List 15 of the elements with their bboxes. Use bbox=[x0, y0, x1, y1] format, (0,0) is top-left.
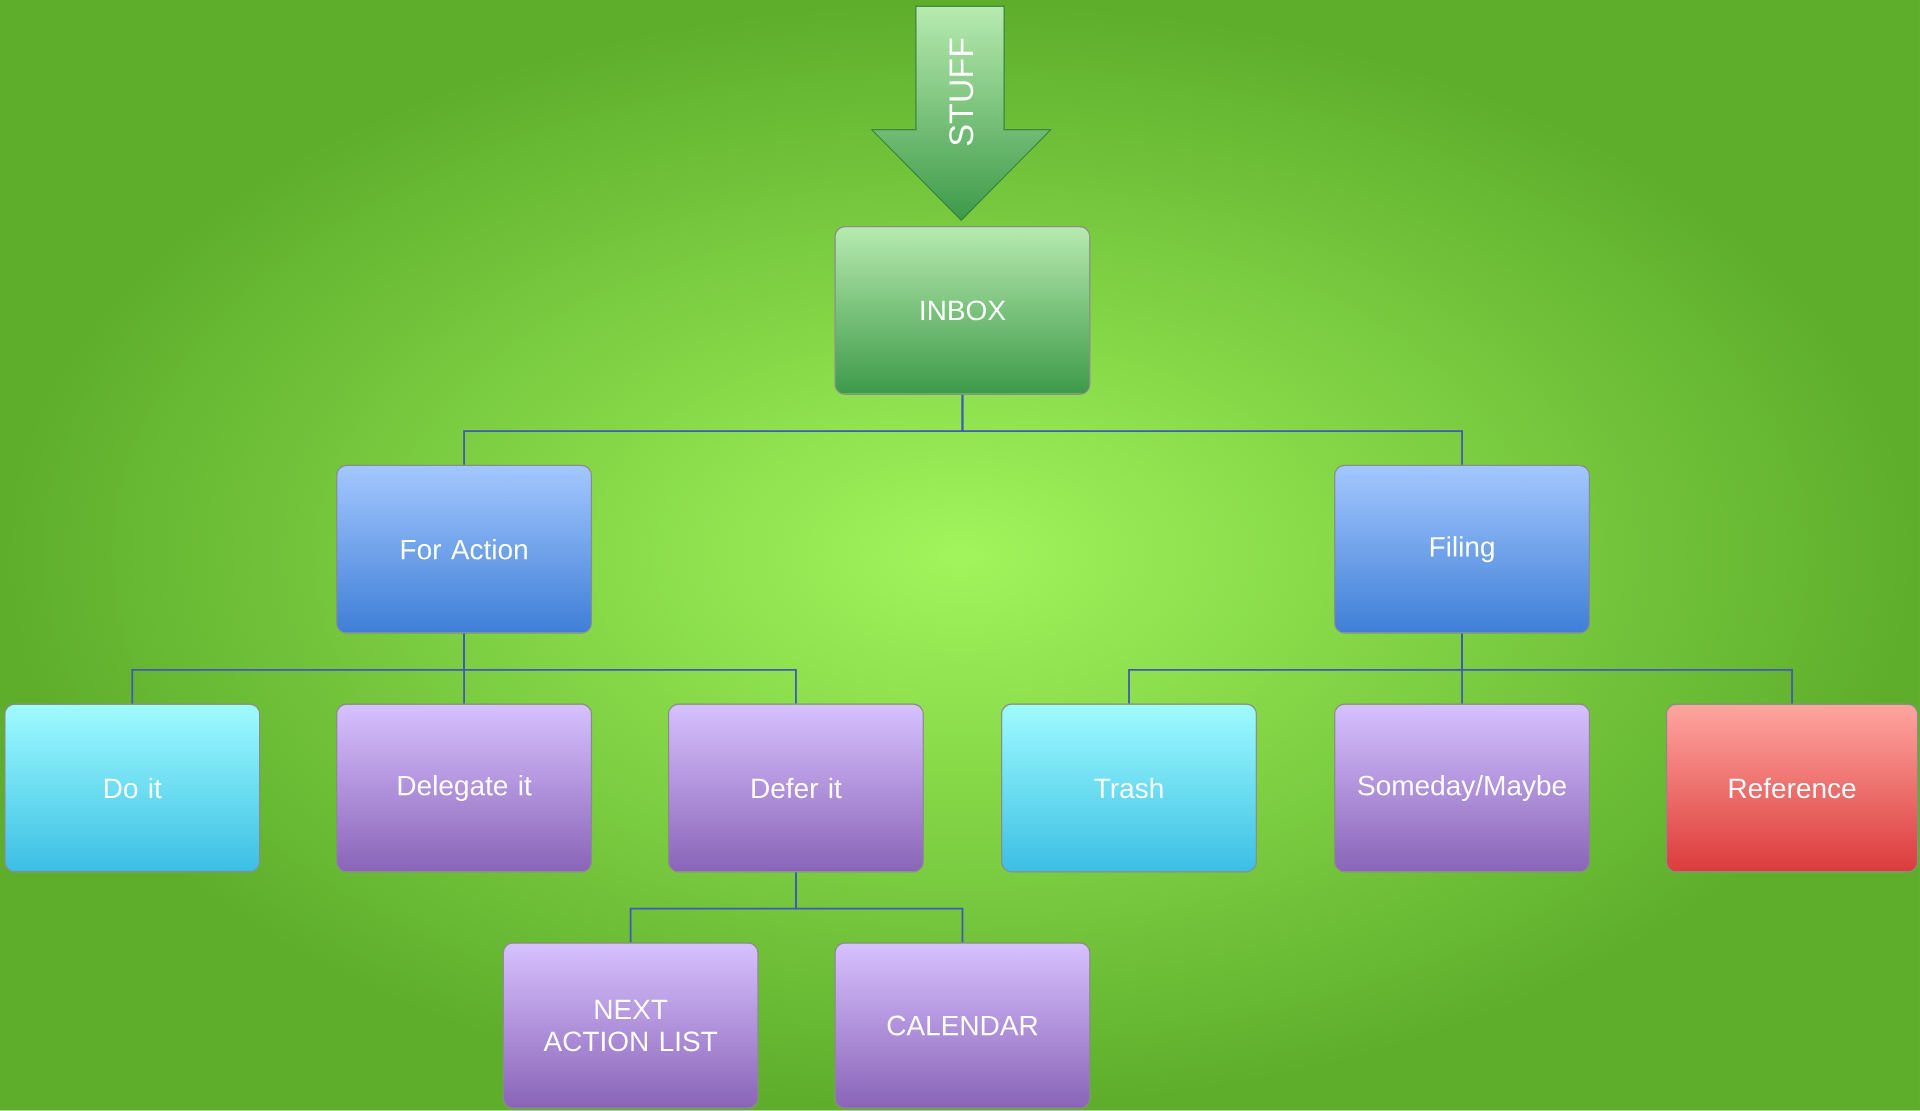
process-box: Delegate it bbox=[336, 703, 593, 873]
process-box: NEXT ACTION LIST bbox=[502, 942, 759, 1109]
connector-line bbox=[1461, 632, 1793, 705]
process-box: For Action bbox=[336, 464, 593, 634]
process-box: Defer it bbox=[668, 703, 924, 873]
process-box: Filing bbox=[1334, 464, 1590, 634]
connector-line bbox=[961, 394, 1463, 466]
process-box: Trash bbox=[1001, 703, 1257, 873]
connector-line bbox=[463, 632, 797, 705]
process-box: INBOX bbox=[834, 226, 1091, 396]
process-box: Do it bbox=[4, 703, 261, 873]
process-box: Someday/Maybe bbox=[1334, 703, 1590, 873]
process-box: CALENDAR bbox=[834, 942, 1091, 1109]
connector-line bbox=[795, 871, 964, 944]
process-box: Reference bbox=[1665, 703, 1919, 873]
